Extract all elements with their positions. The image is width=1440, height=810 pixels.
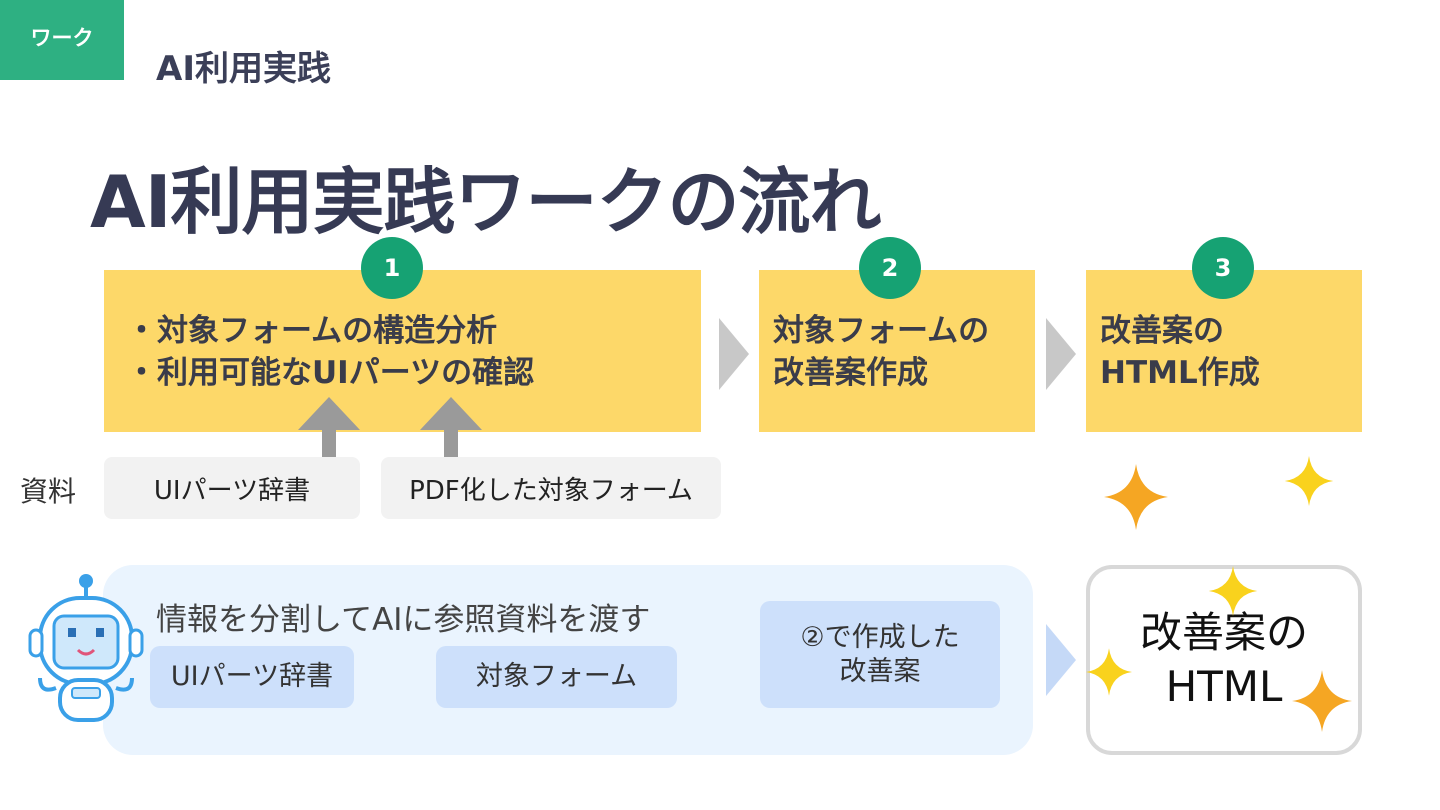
chevron-right-icon xyxy=(1046,318,1076,390)
section-tag: ワーク xyxy=(0,0,124,80)
result-line-2: HTML xyxy=(1166,660,1283,714)
ai-panel-description: 情報を分割してAIに参照資料を渡す xyxy=(156,594,650,639)
sparkle-icon xyxy=(1086,648,1132,696)
material-pdf-form: PDF化した対象フォーム xyxy=(381,457,721,519)
chip-improvement-plan: ②で作成した 改善案 xyxy=(760,601,1000,708)
step-3-line-2: HTML作成 xyxy=(1100,352,1260,394)
sparkle-icon xyxy=(1104,464,1168,530)
chip-improvement-line-2: 改善案 xyxy=(840,655,921,689)
header-title: AI利用実践 xyxy=(156,41,331,90)
page-title: AI利用実践ワークの流れ xyxy=(90,143,881,248)
robot-icon xyxy=(28,572,144,728)
step-2-line-1: 対象フォームの xyxy=(773,310,989,352)
step-1-line-2: ・利用可能なUIパーツの確認 xyxy=(126,352,534,394)
step-2-number: 2 xyxy=(859,237,921,299)
step-3-line-1: 改善案の xyxy=(1100,310,1260,352)
chip-ui-parts-dictionary: UIパーツ辞書 xyxy=(150,646,354,708)
material-ui-parts-dictionary: UIパーツ辞書 xyxy=(104,457,360,519)
step-2-line-2: 改善案作成 xyxy=(773,352,989,394)
chevron-right-icon xyxy=(719,318,749,390)
chip-target-form: 対象フォーム xyxy=(436,646,677,708)
sparkle-icon xyxy=(1208,566,1258,616)
up-arrow-icon xyxy=(420,397,482,461)
sparkle-icon xyxy=(1284,456,1334,506)
chip-improvement-line-1: ②で作成した xyxy=(800,621,959,655)
step-3-number: 3 xyxy=(1192,237,1254,299)
step-1-number: 1 xyxy=(361,237,423,299)
up-arrow-icon xyxy=(298,397,360,461)
sparkle-icon xyxy=(1292,670,1352,732)
chevron-right-icon xyxy=(1046,624,1076,696)
step-1-line-1: ・対象フォームの構造分析 xyxy=(126,310,534,352)
materials-label: 資料 xyxy=(20,470,76,510)
